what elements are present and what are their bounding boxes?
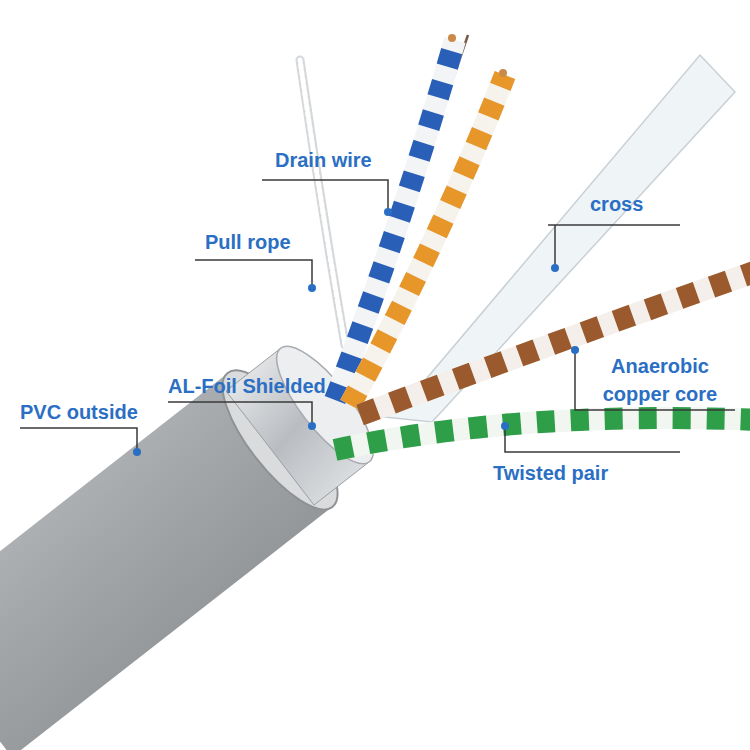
leader-dot xyxy=(308,422,316,430)
leader-line xyxy=(554,225,556,266)
part-label: AL-Foil Shielded xyxy=(168,374,326,398)
brown-pair-stripe xyxy=(360,270,750,415)
green-pair-stripe xyxy=(335,418,750,450)
brown-pair xyxy=(360,270,750,415)
leader-line xyxy=(548,224,680,226)
leader-line xyxy=(575,352,735,410)
orange-pair-stripe xyxy=(350,75,505,405)
copper-tip xyxy=(448,34,456,42)
part-label: Drain wire xyxy=(275,148,372,172)
leader-line xyxy=(20,428,137,450)
leader-dot xyxy=(501,422,509,430)
pull-rope-strands xyxy=(300,60,345,345)
leader-line xyxy=(195,260,312,286)
copper-tip xyxy=(499,69,507,77)
leader-dot xyxy=(384,208,392,216)
leader-dot xyxy=(551,264,559,272)
leader-line xyxy=(168,402,312,424)
leader-dot xyxy=(133,448,141,456)
green-pair xyxy=(335,418,750,450)
leader-lines xyxy=(20,180,735,452)
part-label: Anaerobic copper core xyxy=(585,352,735,408)
leader-dot xyxy=(308,284,316,292)
leader-line xyxy=(505,428,680,452)
part-label: PVC outside xyxy=(20,400,138,424)
leader-line xyxy=(262,180,388,210)
pull-rope xyxy=(300,60,345,345)
orange-pair xyxy=(350,75,505,405)
cross-separator xyxy=(365,55,735,422)
part-label: Pull rope xyxy=(205,230,291,254)
leader-dots xyxy=(133,208,579,456)
part-label: cross xyxy=(590,192,643,216)
part-label: Twisted pair xyxy=(493,461,608,485)
leader-dot xyxy=(571,346,579,354)
